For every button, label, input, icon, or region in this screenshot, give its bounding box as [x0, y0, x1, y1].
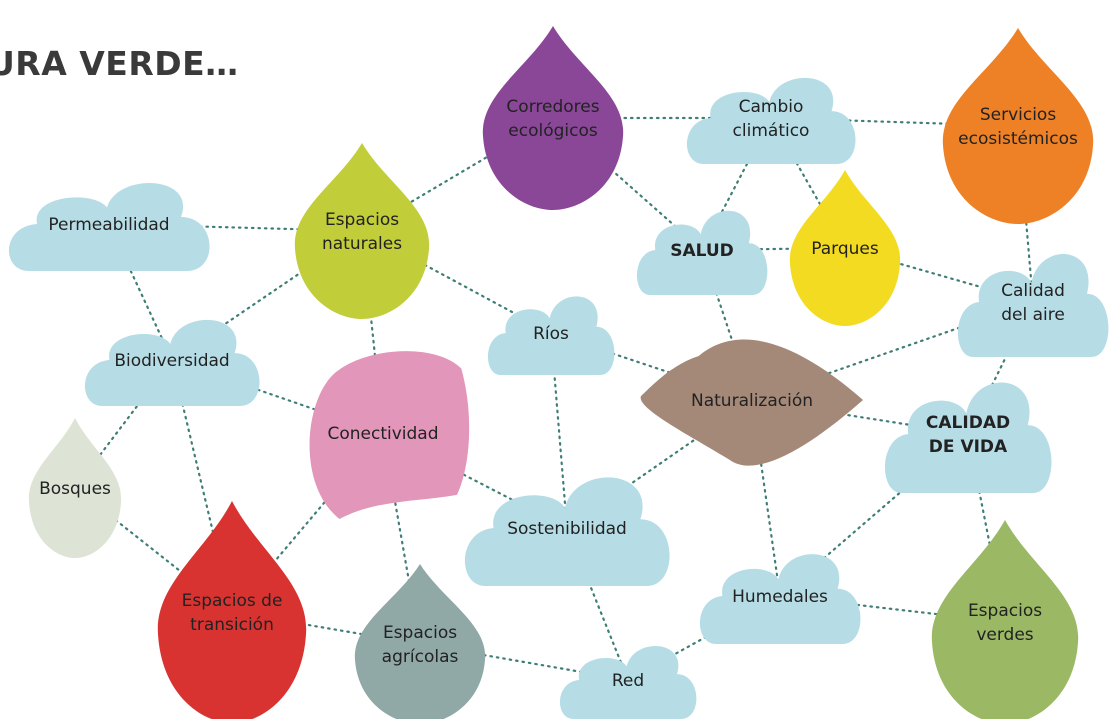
- espacios_transicion-label-line-1: transición: [190, 615, 274, 635]
- node-corredores: Corredores ecológicos: [482, 26, 624, 210]
- calidad_aire-label-line-0: Calidad: [1001, 281, 1065, 301]
- cambio-cloud-shape: [686, 77, 856, 164]
- node-espacios_agricolas: Espacios agrícolas: [354, 564, 486, 719]
- calidad_vida-label-line-1: DE VIDA: [929, 437, 1008, 457]
- node-salud: SALUD: [636, 210, 768, 295]
- calidad_aire-label-line-1: del aire: [1001, 305, 1065, 325]
- node-espacios_verdes: Espacios verdes: [931, 520, 1079, 719]
- corredores-label-line-1: ecológicos: [508, 121, 598, 141]
- espacios_verdes-label-line-0: Espacios: [968, 601, 1042, 621]
- servicios-label-line-1: ecosistémicos: [958, 129, 1078, 149]
- cambio-label-line-1: climático: [733, 121, 810, 141]
- node-rios: Ríos: [487, 296, 615, 375]
- humedales-cloud-shape: [699, 554, 861, 644]
- node-permeabilidad: Permeabilidad: [8, 183, 210, 271]
- node-espacios_transicion: Espacios de transición: [157, 501, 307, 719]
- node-servicios: Servicios ecosistémicos: [942, 28, 1094, 224]
- node-naturalizacion: Naturalización: [640, 339, 863, 466]
- biodiversidad-cloud-shape: [84, 319, 260, 406]
- edge-corredores-espacios_naturales: [360, 116, 555, 233]
- espacios_naturales-label-line-1: naturales: [322, 234, 402, 254]
- rios-cloud-shape: [487, 296, 615, 375]
- espacios_verdes-label-line-1: verdes: [976, 625, 1033, 645]
- servicios-label-line-0: Servicios: [980, 105, 1056, 125]
- permeabilidad-cloud-shape: [8, 183, 210, 271]
- corredores-leaf-shape: [482, 26, 624, 210]
- conectividad-leaf-shape: [309, 351, 470, 519]
- espacios_agricolas-label-line-0: Espacios: [383, 623, 457, 643]
- calidad_vida-label-line-0: CALIDAD: [926, 413, 1010, 433]
- node-sostenibilidad: Sostenibilidad: [464, 477, 670, 586]
- corredores-label-line-0: Corredores: [506, 97, 599, 117]
- espacios_agricolas-label-line-1: agrícolas: [382, 647, 459, 667]
- biodiversidad-label-line-0: Biodiversidad: [114, 351, 229, 371]
- node-bosques: Bosques: [28, 418, 122, 558]
- node-red: Red: [559, 645, 697, 719]
- espacios_naturales-label-line-0: Espacios: [325, 210, 399, 230]
- sostenibilidad-label-line-0: Sostenibilidad: [507, 519, 627, 539]
- page-title: URA VERDE…: [0, 44, 239, 83]
- naturalizacion-leaf-shape: [640, 339, 863, 466]
- node-biodiversidad: Biodiversidad: [84, 319, 260, 406]
- nodes-layer: Corredores ecológicos Cambio climático Servi…: [8, 26, 1109, 719]
- salud-label-line-0: SALUD: [670, 241, 734, 261]
- salud-cloud-shape: [636, 210, 768, 295]
- node-conectividad: Conectividad: [309, 351, 470, 519]
- espacios_naturales-leaf-shape: [294, 143, 430, 319]
- cambio-label-line-0: Cambio: [739, 97, 804, 117]
- espacios_verdes-leaf-shape: [931, 520, 1079, 719]
- conectividad-label-line-0: Conectividad: [327, 424, 438, 444]
- calidad_aire-cloud-shape: [957, 254, 1109, 357]
- node-calidad_aire: Calidad del aire: [957, 254, 1109, 357]
- espacios_transicion-leaf-shape: [157, 501, 307, 719]
- bosques-label-line-0: Bosques: [39, 479, 111, 499]
- servicios-leaf-shape: [942, 28, 1094, 224]
- humedales-label-line-0: Humedales: [732, 587, 828, 607]
- red-label-line-0: Red: [612, 671, 644, 691]
- node-humedales: Humedales: [699, 554, 861, 644]
- espacios_transicion-label-line-0: Espacios de: [182, 591, 283, 611]
- parques-leaf-shape: [789, 170, 901, 326]
- espacios_agricolas-leaf-shape: [354, 564, 486, 719]
- rios-label-line-0: Ríos: [533, 324, 569, 344]
- bosques-leaf-shape: [28, 418, 122, 558]
- sostenibilidad-cloud-shape: [464, 477, 670, 586]
- calidad_vida-cloud-shape: [884, 382, 1052, 493]
- red-cloud-shape: [559, 645, 697, 719]
- node-calidad_vida: CALIDAD DE VIDA: [884, 382, 1052, 493]
- naturalizacion-label-line-0: Naturalización: [691, 391, 813, 411]
- node-parques: Parques: [789, 170, 901, 326]
- permeabilidad-label-line-0: Permeabilidad: [48, 215, 169, 235]
- node-espacios_naturales: Espacios naturales: [294, 143, 430, 319]
- edge-biodiversidad-conectividad: [170, 358, 385, 435]
- node-cambio: Cambio climático: [686, 77, 856, 164]
- parques-label-line-0: Parques: [811, 239, 879, 259]
